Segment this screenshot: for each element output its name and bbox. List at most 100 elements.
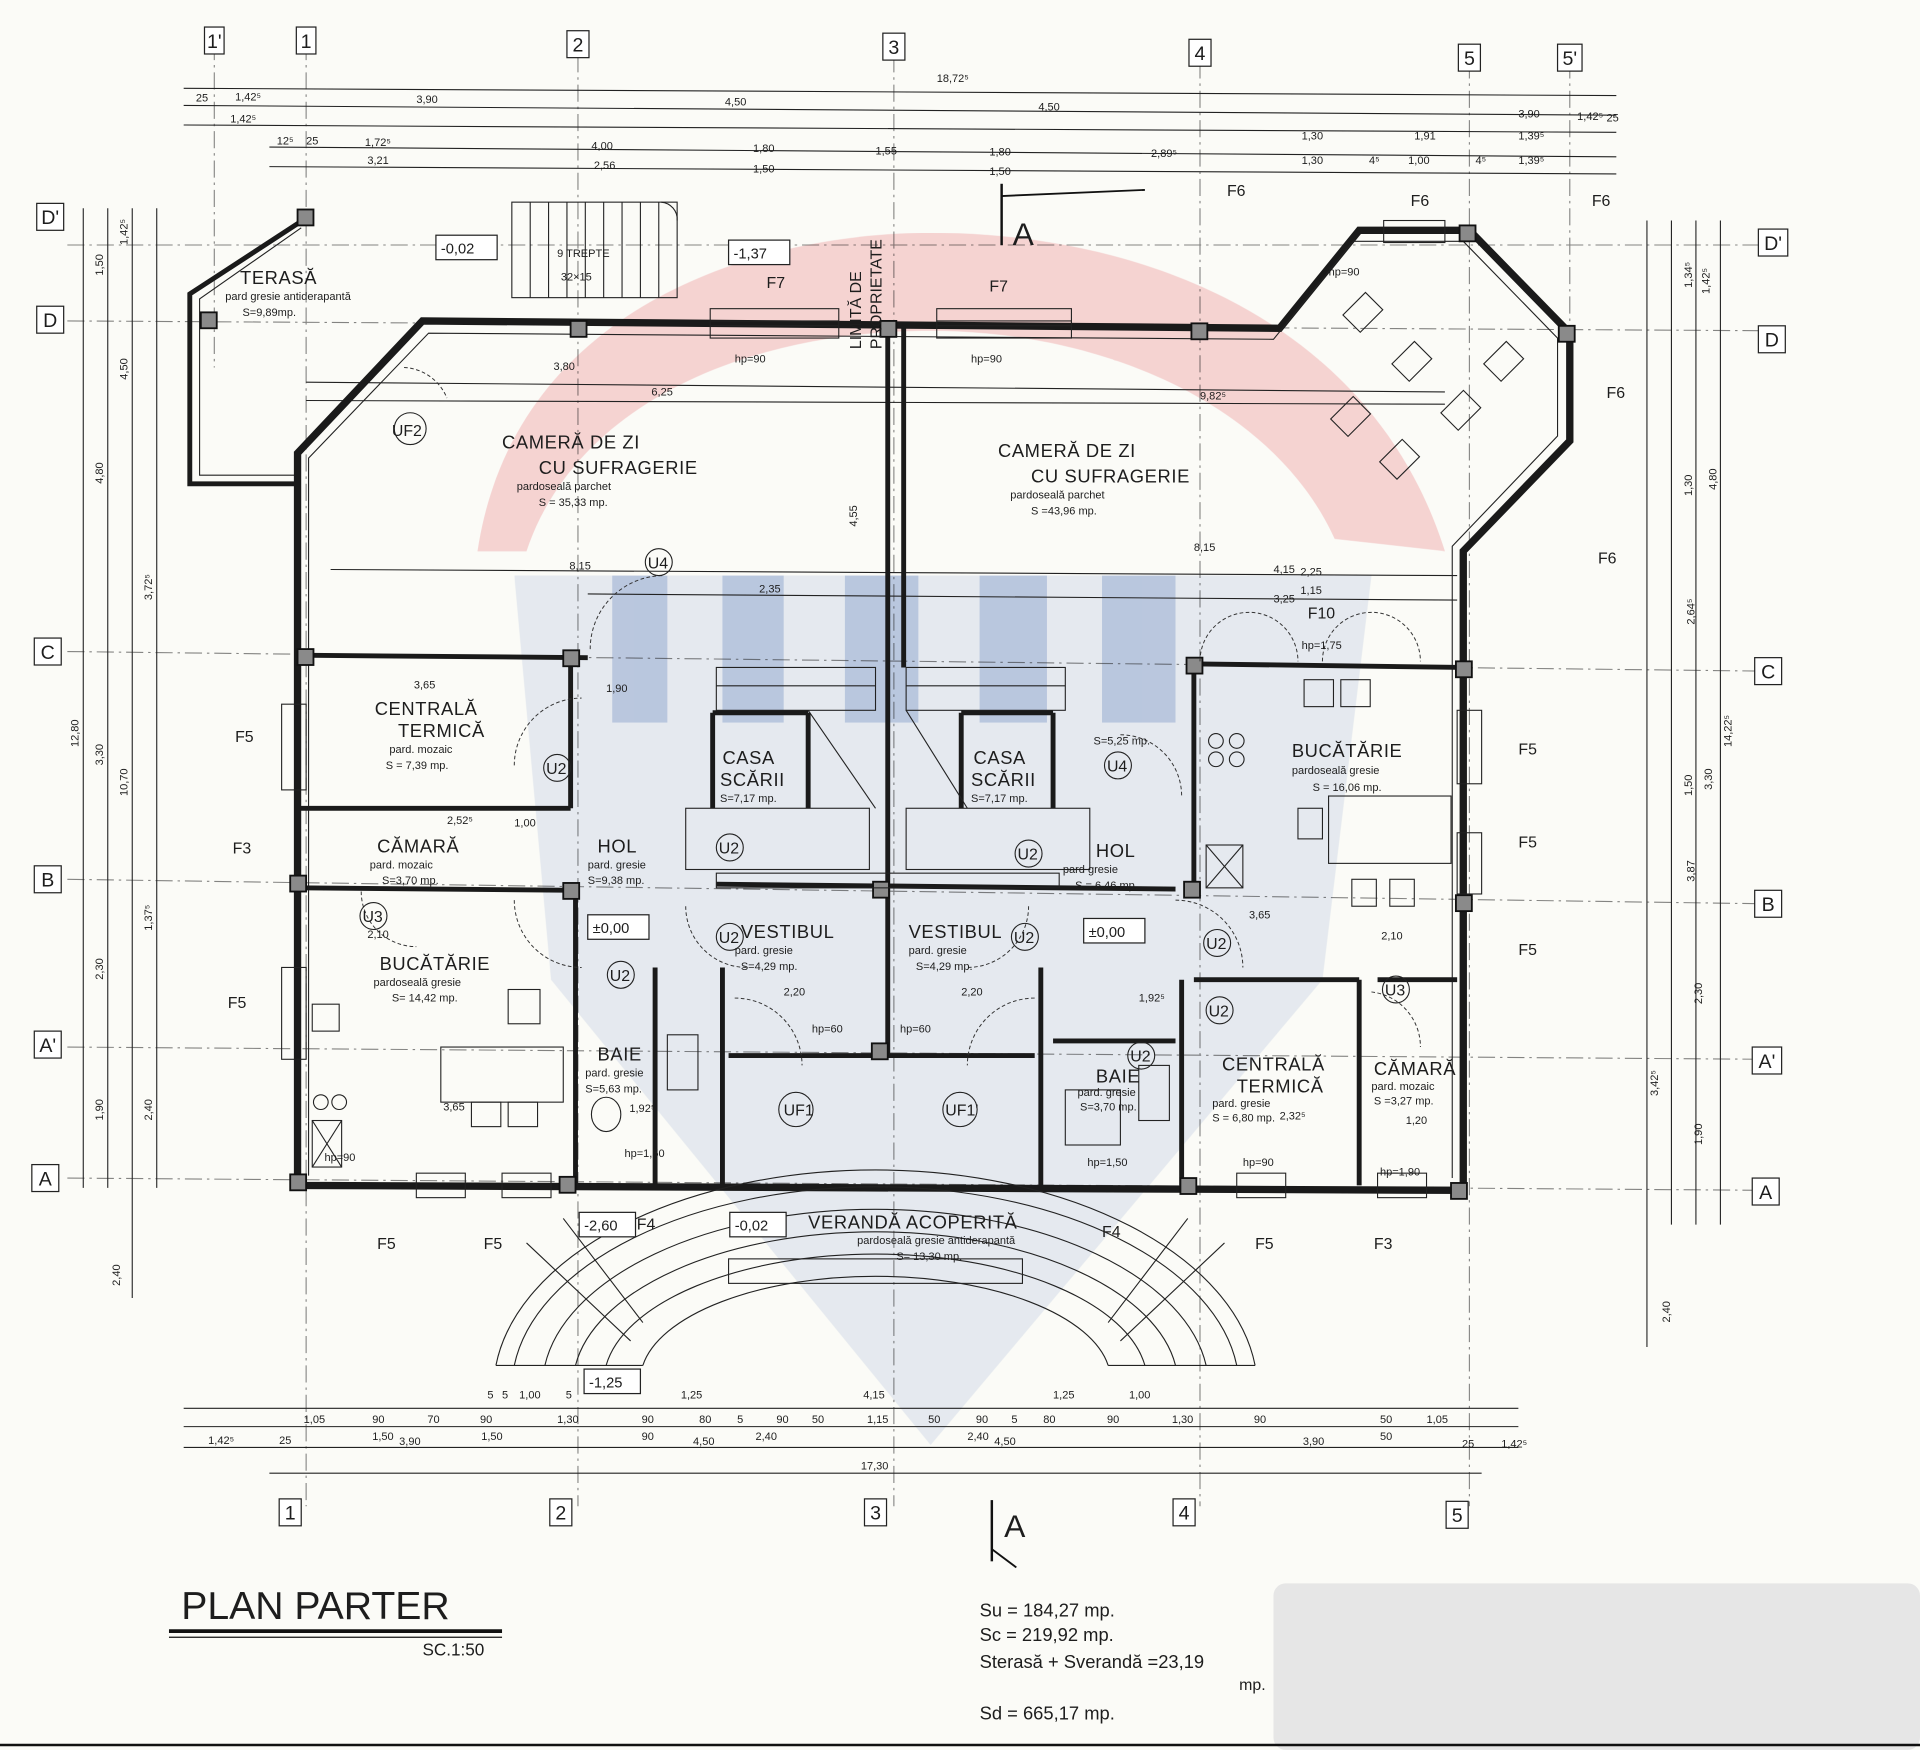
drawing-label: A <box>1004 1508 1026 1544</box>
drawing-label: hp=1,50 <box>624 1148 664 1160</box>
drawing-label: S =43,96 mp. <box>1031 505 1097 517</box>
drawing-mark <box>33 865 62 894</box>
drawing-label: B <box>41 870 54 892</box>
drawing-label: 1,39⁵ <box>1518 155 1544 167</box>
redacted-area <box>1273 1583 1920 1750</box>
drawing-mark <box>203 26 225 55</box>
dimension-texts-left: 1,50 1,42⁵ 4,50 4,80 3,72⁵ 12,80 10,70 3… <box>69 219 154 1286</box>
drawing-mark <box>1138 1064 1170 1122</box>
drawing-mark <box>979 575 1047 723</box>
drawing-label: ±0,00 <box>593 921 630 937</box>
drawing-label: 12⁵ <box>277 136 294 148</box>
room-vestibul-right: VESTIBUL pard. gresie S=4,29 mp. <box>909 921 1002 973</box>
drawing-label: 4,50 <box>725 96 746 108</box>
drawing-label: 5' <box>1562 48 1577 70</box>
drawing-mark <box>1185 656 1204 675</box>
drawing-mark <box>1179 1177 1198 1195</box>
drawing-label: -1,25 <box>589 1375 622 1391</box>
drawing-label: 2,20 <box>784 987 805 999</box>
drawing-label: 1,30 <box>557 1414 578 1426</box>
drawing-label: 50 <box>1380 1431 1392 1443</box>
drawing-label: 1,00 <box>1408 155 1429 167</box>
drawing-mark <box>1205 844 1244 889</box>
drawing-label: 80 <box>699 1414 711 1426</box>
drawing-mark <box>1187 661 1464 670</box>
drawing-label: 4,50 <box>693 1436 714 1448</box>
drawing-mark <box>312 1094 329 1111</box>
drawing-mark <box>296 648 315 666</box>
drawing-label: Sterasă + Sverandă =23,19 <box>980 1651 1205 1672</box>
drawing-label: 10,70 <box>118 768 130 796</box>
drawing-mark <box>715 922 744 951</box>
drawing-label: 1,15 <box>867 1414 888 1426</box>
drawing-label: PLAN PARTER <box>181 1585 449 1628</box>
drawing-label: 5 <box>487 1389 493 1401</box>
drawing-mark <box>562 1218 644 1323</box>
drawing-label: 90 <box>642 1431 654 1443</box>
drawing-label: 3,80 <box>553 361 574 373</box>
drawing-mark <box>440 1046 564 1103</box>
drawing-mark <box>296 208 315 227</box>
drawing-label: 1,20 <box>1406 1115 1427 1127</box>
drawing-mark <box>1010 922 1039 951</box>
drawing-label: 2,35 <box>759 584 780 596</box>
drawing-label: 3,21 <box>367 155 388 167</box>
drawing-label: S =3,27 mp. <box>1374 1096 1434 1108</box>
drawing-mark <box>544 1208 1207 1366</box>
drawing-label: U2 <box>1014 930 1034 947</box>
drawing-label: F7 <box>767 275 786 292</box>
drawing-mark <box>905 666 1066 711</box>
drawing-label: 3,65 <box>1249 909 1270 921</box>
drawing-mark <box>605 1253 1146 1366</box>
drawing-label: 1,00 <box>514 818 535 830</box>
stairs <box>511 201 1091 889</box>
drawing-label: 4,15 <box>1273 564 1294 576</box>
drawing-label: hp=1,90 <box>1380 1167 1420 1179</box>
drawing-mark <box>807 709 876 809</box>
drawing-label: 1,25 <box>1053 1389 1074 1401</box>
drawing-label: 4,50 <box>1038 101 1059 113</box>
drawing-mark <box>1107 1218 1189 1323</box>
drawing-label: 90 <box>776 1414 788 1426</box>
drawing-label: F5 <box>1518 741 1537 758</box>
drawing-mark <box>289 1173 308 1192</box>
drawing-label: D' <box>1764 233 1782 255</box>
drawing-mark <box>562 882 581 900</box>
drawing-mark <box>470 1101 502 1128</box>
drawing-label: VESTIBUL <box>741 921 835 942</box>
drawing-mark <box>666 1034 699 1091</box>
drawing-mark <box>1340 679 1371 708</box>
drawing-label: 90 <box>480 1414 492 1426</box>
section-marker-bottom: A <box>990 1500 1026 1569</box>
drawing-mark <box>966 997 1035 1066</box>
drawing-mark <box>685 807 870 871</box>
drawing-mark <box>526 1242 631 1342</box>
drawing-label: SCĂRII <box>971 769 1036 790</box>
drawing-label: pard. gresie <box>735 945 793 957</box>
drawing-mark <box>1236 1172 1287 1199</box>
drawing-label: pard. mozaic <box>389 744 453 756</box>
drawing-mark <box>612 575 668 723</box>
drawing-label: S = 35,33 mp. <box>539 497 608 509</box>
drawing-mark <box>289 874 308 893</box>
drawing-label: 1,42⁵ <box>1577 111 1603 123</box>
drawing-mark <box>393 412 427 446</box>
drawing-mark <box>507 1101 539 1128</box>
drawing-label: C <box>1761 661 1775 683</box>
drawing-mark <box>513 900 582 968</box>
drawing-mark <box>1757 325 1786 354</box>
remax-watermark <box>477 232 1445 1445</box>
stair-note: 9 TREPTE 32×15 <box>557 248 609 283</box>
drawing-mark <box>587 593 1458 601</box>
drawing-label: A <box>39 1168 53 1190</box>
drawing-label: A <box>1013 216 1035 252</box>
title-block: PLAN PARTER SC.1:50 <box>168 1585 503 1660</box>
drawing-mark <box>1188 38 1212 67</box>
drawing-label: 1,39⁵ <box>1518 131 1544 143</box>
drawing-mark <box>1342 291 1384 334</box>
drawing-label: 1 <box>301 31 312 53</box>
drawing-label: 32×15 <box>561 272 592 284</box>
drawing-label: U4 <box>648 555 668 572</box>
drawing-mark <box>1127 1041 1156 1070</box>
